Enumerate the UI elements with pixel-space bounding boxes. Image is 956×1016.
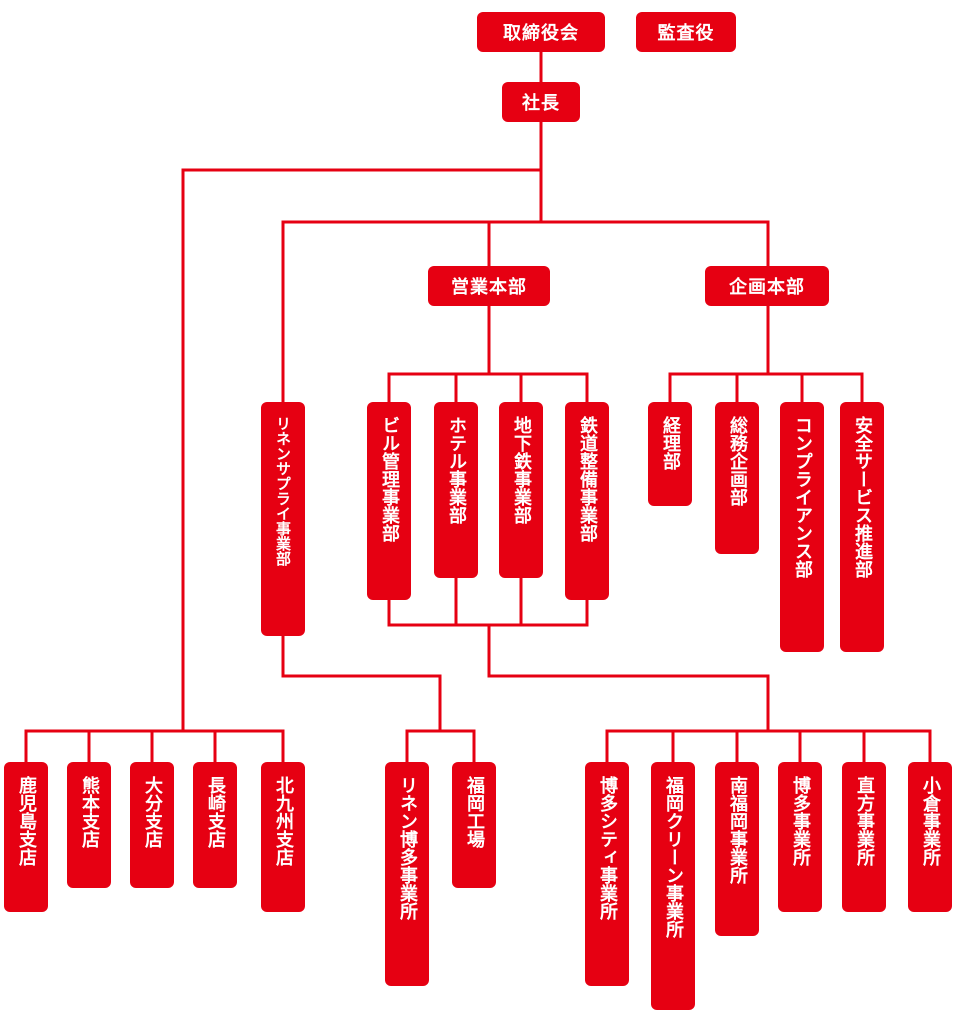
compliance-dept-box: コンプライアンス部	[780, 402, 824, 652]
accounting-dept-box: 経理部	[648, 402, 692, 506]
linen-hakata-office-box: リネン博多事業所	[385, 762, 429, 986]
fukuoka-clean-office-box: 福岡クリーン事業所	[651, 762, 695, 1010]
oita-branch-box: 大分支店	[130, 762, 174, 888]
hakata-office-box: 博多事業所	[778, 762, 822, 912]
safety-service-dept-box: 安全サービス推進部	[840, 402, 884, 652]
sales-hq-box: 営業本部	[428, 266, 550, 306]
general-affairs-dept-box: 総務企画部	[715, 402, 759, 554]
subway-division-box: 地下鉄事業部	[499, 402, 543, 578]
planning-hq-box: 企画本部	[705, 266, 829, 306]
kokura-office-box: 小倉事業所	[908, 762, 952, 912]
board-of-directors-box: 取締役会	[477, 12, 605, 52]
nogata-office-box: 直方事業所	[842, 762, 886, 912]
kagoshima-branch-box: 鹿児島支店	[4, 762, 48, 912]
fukuoka-factory-box: 福岡工場	[452, 762, 496, 888]
minami-fukuoka-office-box: 南福岡事業所	[715, 762, 759, 936]
nagasaki-branch-box: 長崎支店	[193, 762, 237, 888]
hotel-division-box: ホテル事業部	[434, 402, 478, 578]
railway-maintenance-division-box: 鉄道整備事業部	[565, 402, 609, 600]
hakata-city-office-box: 博多シティ事業所	[585, 762, 629, 986]
linen-supply-division-box: リネンサプライ事業部	[261, 402, 305, 636]
auditor-box: 監査役	[636, 12, 736, 52]
building-management-division-box: ビル管理事業部	[367, 402, 411, 600]
president-box: 社長	[502, 82, 580, 122]
kumamoto-branch-box: 熊本支店	[67, 762, 111, 888]
kitakyushu-branch-box: 北九州支店	[261, 762, 305, 912]
